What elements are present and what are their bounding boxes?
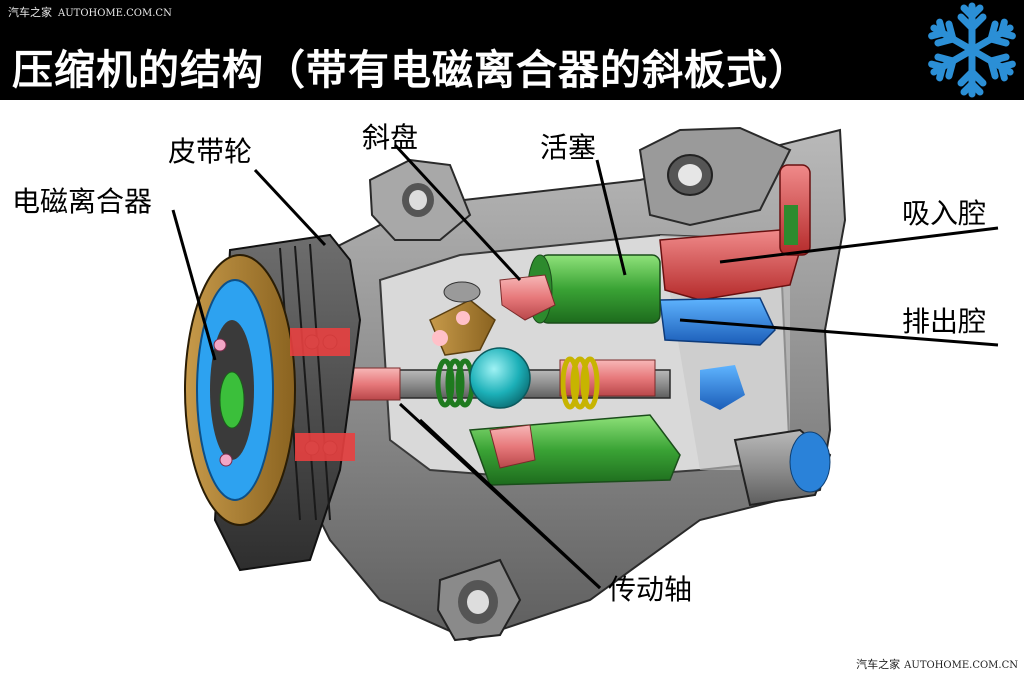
watermark-top: 汽车之家 AUTOHOME.COM.CN bbox=[8, 4, 172, 20]
label-drive-shaft: 传动轴 bbox=[608, 573, 693, 606]
label-discharge-chamber: 排出腔 bbox=[902, 305, 987, 338]
watermark-url: AUTOHOME.COM.CN bbox=[58, 8, 172, 19]
page-title: 压缩机的结构（带有电磁离合器的斜板式） bbox=[12, 46, 810, 94]
watermark-bottom-url: AUTOHOME.COM.CN bbox=[904, 660, 1018, 671]
watermark-brand: 汽车之家 bbox=[8, 6, 52, 19]
label-electromagnetic-clutch: 电磁离合器 bbox=[12, 185, 153, 218]
label-swash-plate: 斜盘 bbox=[362, 121, 419, 154]
compressor-cutaway-illustration bbox=[171, 126, 999, 642]
title-bar: 汽车之家 AUTOHOME.COM.CN 压缩机的结构（带有电磁离合器的斜板式） bbox=[0, 0, 1024, 100]
snowflake-icon bbox=[922, 2, 1022, 100]
label-piston: 活塞 bbox=[540, 131, 597, 164]
label-suction-chamber: 吸入腔 bbox=[902, 197, 987, 230]
label-pulley: 皮带轮 bbox=[168, 135, 253, 168]
watermark-bottom-brand: 汽车之家 bbox=[856, 658, 901, 671]
